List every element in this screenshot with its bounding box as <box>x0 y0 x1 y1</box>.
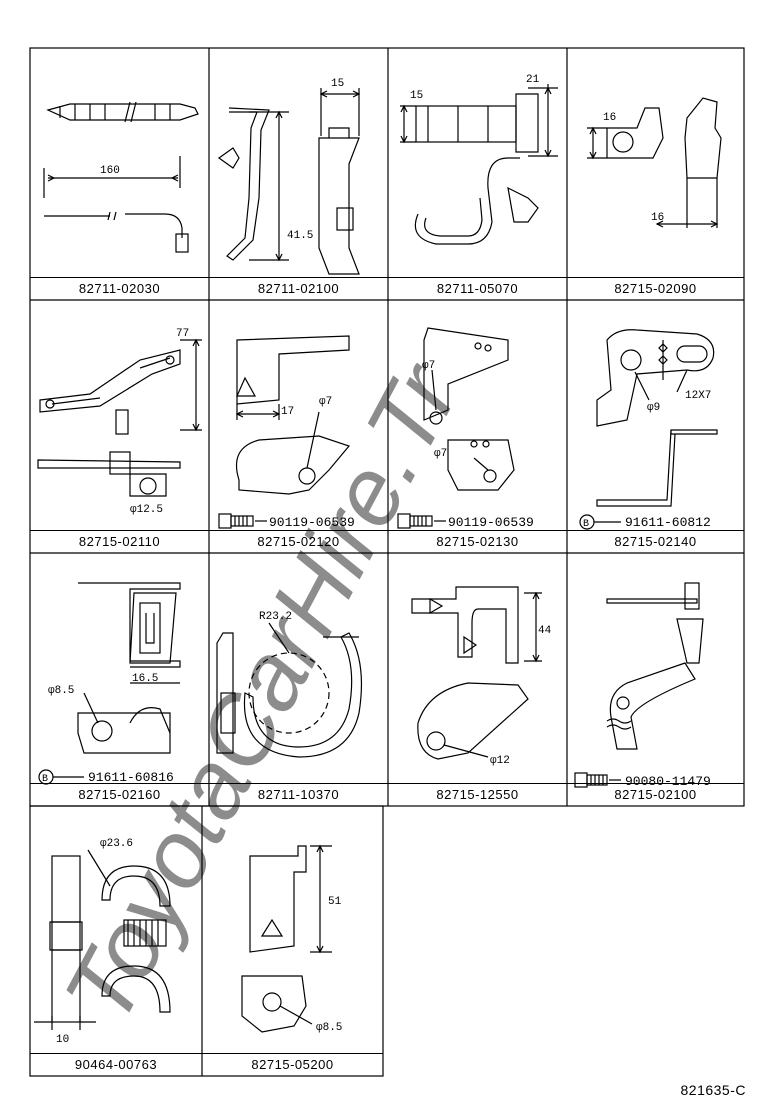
part-number[interactable]: 82715-02100 <box>567 783 744 806</box>
part-number[interactable]: 82715-05200 <box>202 1053 383 1076</box>
part-number[interactable]: 82715-02110 <box>30 530 209 553</box>
dimension-label: 44 <box>538 625 552 637</box>
bolt-marker-letter: B <box>42 774 48 785</box>
part-cell-10[interactable]: R23.2 82711-10370 <box>209 553 388 806</box>
part-number[interactable]: 82715-02090 <box>567 277 744 300</box>
part-number[interactable]: 82715-12550 <box>388 783 567 806</box>
bracket-drawing: φ9 12X7 B 91611-60812 <box>579 329 718 530</box>
clip-drawing: 15 21 <box>400 74 558 245</box>
clip-drawing: φ23.6 10 <box>34 838 171 1046</box>
part-cell-12[interactable]: 90080-11479 82715-02100 <box>567 553 744 806</box>
bolt-marker-icon: B <box>38 769 84 785</box>
part-number[interactable]: 82715-02130 <box>388 530 567 553</box>
clamp-drawing: 15 41.5 <box>217 78 361 275</box>
bracket-drawing: 16 16 <box>587 97 722 228</box>
dimension-label: φ12 <box>490 755 510 767</box>
dimension-label: 16 <box>651 212 664 224</box>
part-cell-2[interactable]: 15 41.5 82711-02100 <box>209 48 388 300</box>
part-cell-4[interactable]: 16 16 82715-02090 <box>567 48 744 300</box>
dimension-label: 160 <box>100 165 120 177</box>
part-cell-1[interactable]: 160 82711-02030 <box>30 48 209 300</box>
band-clip-drawing: 160 <box>43 101 199 253</box>
dimension-label: 51 <box>328 896 342 908</box>
dimension-label: φ9 <box>647 402 660 414</box>
bolt-marker-icon: B <box>579 514 621 530</box>
part-number[interactable]: 82715-02140 <box>567 530 744 553</box>
dimension-label: 16.5 <box>132 673 158 685</box>
dimension-label: φ23.6 <box>100 838 133 850</box>
part-cell-8[interactable]: φ9 12X7 B 91611-60812 82715-02140 <box>567 300 744 553</box>
dimension-label: 17 <box>281 406 294 418</box>
part-cell-13[interactable]: φ23.6 10 90464-00763 <box>30 806 202 1076</box>
part-cell-6[interactable]: 17 φ7 90119-06539 82715-02120 <box>209 300 388 553</box>
part-number[interactable]: 82711-05070 <box>388 277 567 300</box>
drawing-number: 821635-C <box>680 1082 746 1098</box>
dimension-label: φ8.5 <box>48 685 74 697</box>
dimension-label: 21 <box>526 74 540 86</box>
dimension-label: 15 <box>410 90 423 102</box>
dimension-label: φ7 <box>319 396 332 408</box>
part-number[interactable]: 90464-00763 <box>30 1053 202 1076</box>
dimension-label: R23.2 <box>259 611 292 623</box>
dimension-label: 16 <box>603 112 616 124</box>
bracket-drawing: 44 φ12 <box>411 586 552 767</box>
dimension-label: φ7 <box>434 448 447 460</box>
bolt-part-number: 90119-06539 <box>269 515 355 530</box>
dimension-label: 41.5 <box>287 230 313 242</box>
bolt-part-number: 90119-06539 <box>448 515 534 530</box>
dimension-label: φ8.5 <box>316 1022 342 1034</box>
part-cell-5[interactable]: 77 φ12.5 82715-02110 <box>30 300 209 553</box>
bolt-part-number: 91611-60816 <box>88 770 174 785</box>
bracket-drawing: 77 φ12.5 <box>37 328 202 516</box>
bolt-part-number: 90080-11479 <box>625 774 711 789</box>
part-cell-14[interactable]: 51 φ8.5 82715-05200 <box>202 806 383 1076</box>
bolt-icon <box>218 513 267 529</box>
part-cell-7[interactable]: φ7 φ7 90119-06539 82715-02130 <box>388 300 567 553</box>
bracket-drawing: φ8.5 16.5 B 91611-60816 <box>38 582 181 785</box>
bracket-drawing: 90080-11479 <box>574 582 711 789</box>
bolt-part-number: 91611-60812 <box>625 515 711 530</box>
part-number[interactable]: 82711-02100 <box>209 277 388 300</box>
clamp-drawing: R23.2 <box>216 611 363 758</box>
part-cell-11[interactable]: 44 φ12 82715-12550 <box>388 553 567 806</box>
part-number[interactable]: 82711-02030 <box>30 277 209 300</box>
part-cell-9[interactable]: φ8.5 16.5 B 91611-60816 82715-02160 <box>30 553 209 806</box>
bolt-marker-letter: B <box>583 519 589 530</box>
part-number[interactable]: 82715-02120 <box>209 530 388 553</box>
dimension-label: 10 <box>56 1034 69 1046</box>
bracket-drawing: 17 φ7 90119-06539 <box>218 335 355 530</box>
part-cell-3[interactable]: 15 21 82711-05070 <box>388 48 567 300</box>
bracket-drawing: 51 φ8.5 <box>241 844 342 1034</box>
dimension-label: 77 <box>176 328 189 340</box>
bolt-icon <box>574 772 621 788</box>
dimension-label: φ7 <box>422 360 435 372</box>
part-number[interactable]: 82711-10370 <box>209 783 388 806</box>
dimension-label: φ12.5 <box>130 504 163 516</box>
dimension-label: 12X7 <box>685 390 711 402</box>
bolt-icon <box>397 513 446 529</box>
part-number[interactable]: 82715-02160 <box>30 783 209 806</box>
bracket-drawing: φ7 φ7 90119-06539 <box>397 327 534 530</box>
dimension-label: 15 <box>331 78 344 90</box>
